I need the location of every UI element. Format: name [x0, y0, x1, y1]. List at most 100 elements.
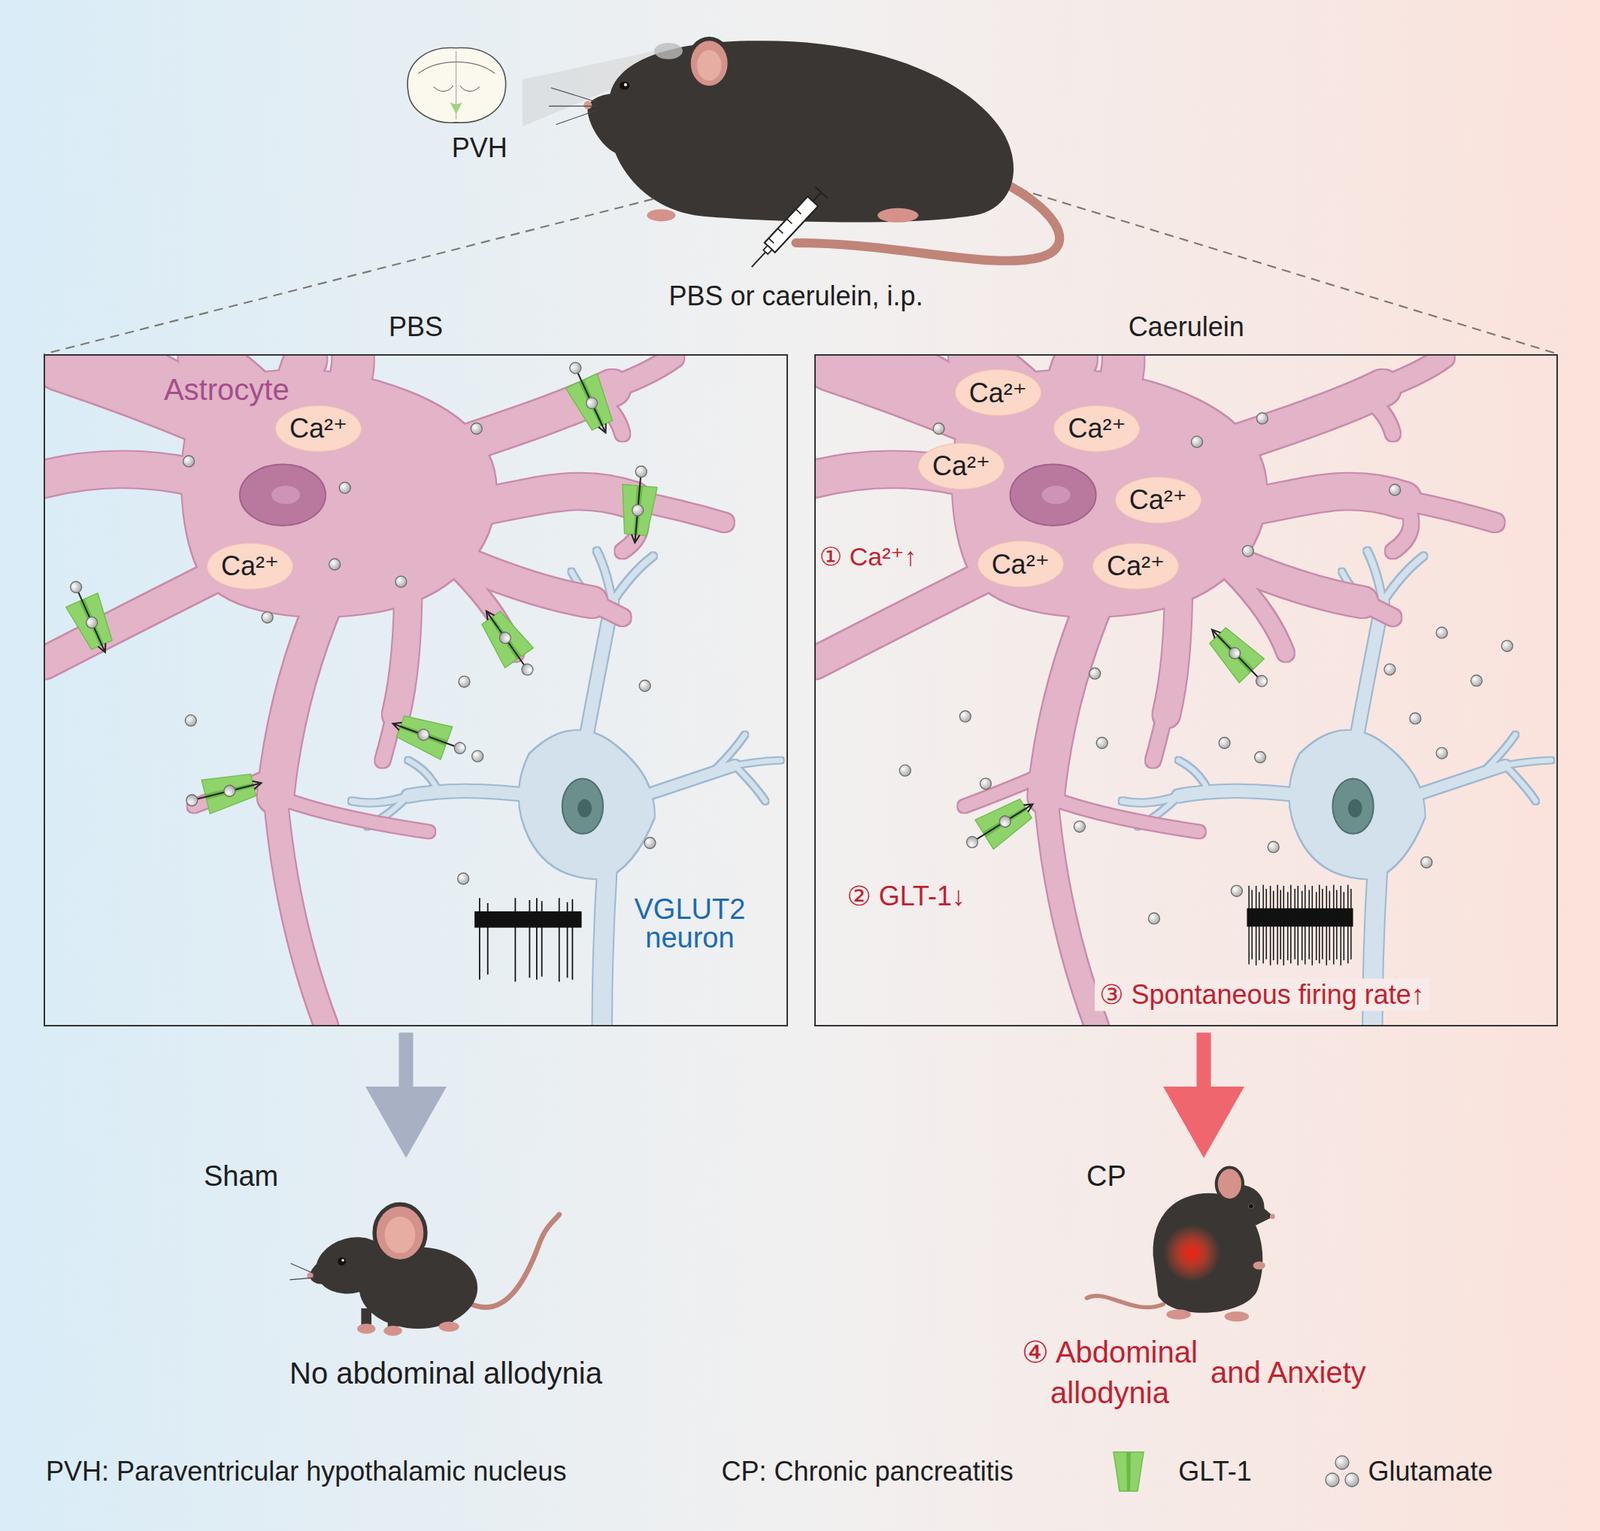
glutamate-dot — [472, 750, 484, 762]
calcium-bubble: Ca²⁺ — [954, 369, 1042, 416]
outcome-arrow — [1163, 1032, 1245, 1158]
outcome-text: ④ Abdominal allodynia — [996, 1331, 1223, 1413]
glt1-transporter — [181, 766, 266, 819]
mouse-tail — [1086, 1295, 1164, 1307]
calcium-bubble: Ca²⁺ — [1053, 405, 1140, 452]
eye-highlight — [624, 83, 628, 87]
outcome-text: No abdominal allodynia — [191, 1354, 700, 1391]
glutamate-dot — [959, 710, 971, 722]
syringe-plunger — [806, 186, 828, 207]
outcome-group: CP④ Abdominal allodyniaand Anxiety — [992, 1157, 1414, 1414]
outcome-text: and Anxiety — [1210, 1351, 1367, 1393]
arrow-shaft — [399, 1032, 414, 1088]
firing-trace — [474, 897, 582, 982]
mouse — [548, 39, 1060, 261]
glutamate-dot — [1421, 856, 1433, 868]
trace-spikes — [1248, 884, 1352, 966]
glutamate-dot — [458, 675, 470, 688]
legend-text: Glutamate — [1368, 1454, 1494, 1488]
glutamate-dot — [1254, 751, 1267, 764]
brain-slice — [407, 48, 507, 124]
glutamate-dot — [184, 715, 197, 727]
ion-label: Ca²⁺ — [932, 451, 991, 482]
sham-mouse — [289, 1203, 559, 1336]
glutamate-dot — [1470, 675, 1482, 687]
slice-ventricle — [433, 85, 480, 91]
zoom-line — [43, 199, 653, 355]
glutamate-symbol — [1345, 1472, 1359, 1487]
finding-label: ③ Spontaneous firing rate↑ — [1094, 978, 1430, 1012]
trace-spikes — [479, 897, 573, 982]
cell-scene — [45, 354, 781, 1026]
abbreviation-note: CP: Chronic pancreatitis — [721, 1454, 1014, 1488]
eye-highlight — [341, 1258, 345, 1262]
glutamate-dot — [1436, 747, 1448, 759]
glt1-transporter — [557, 355, 622, 440]
legend-item: Glutamate — [1321, 1452, 1494, 1491]
transporter-pore — [1126, 1451, 1131, 1491]
legend-text: GLT-1 — [1178, 1454, 1252, 1488]
inner-ear — [384, 1216, 416, 1254]
ion-label: Ca²⁺ — [991, 549, 1050, 580]
region-label: PVH — [451, 131, 508, 164]
glutamate-cluster — [183, 423, 656, 885]
whiskers — [289, 1263, 315, 1280]
mouse-snout — [1254, 1202, 1273, 1226]
glutamate-dot — [1389, 484, 1401, 496]
mouse-ear — [688, 39, 730, 88]
optical-window — [654, 42, 683, 60]
glutamate-dot — [1218, 737, 1231, 749]
ion-label: Ca²⁺ — [1106, 551, 1165, 582]
glutamate-dot — [1242, 545, 1254, 557]
mouse-ear — [1216, 1167, 1243, 1200]
mouse-paw — [357, 1323, 376, 1334]
glutamate-dot — [1096, 737, 1108, 749]
glutamate-dot — [329, 558, 341, 570]
glt1-transporter — [57, 575, 122, 660]
mouse-eye — [1248, 1203, 1254, 1210]
arrow-shaft — [1196, 1032, 1212, 1088]
legend-item: GLT-1 — [1112, 1448, 1252, 1494]
syringe-needle — [751, 251, 767, 267]
mouse-paw — [1166, 1309, 1191, 1320]
mouse-paw — [1253, 1260, 1266, 1270]
glutamate-symbol — [1325, 1472, 1340, 1487]
mouse-nose — [583, 100, 592, 110]
cell-scene — [815, 354, 1551, 1026]
glutamate-dot — [1384, 663, 1396, 676]
condition-panel: CaeruleinCa²⁺Ca²⁺Ca²⁺Ca²⁺Ca²⁺Ca²⁺ — [814, 354, 1558, 1027]
calcium-bubble: Ca²⁺ — [206, 542, 294, 590]
glutamate-cluster — [899, 412, 1513, 925]
calcium-bubble: Ca²⁺ — [1115, 476, 1202, 524]
outcome-arrow — [365, 1032, 447, 1158]
glutamate-dot — [1073, 821, 1085, 833]
mouse-snout — [309, 1257, 347, 1286]
glutamate-dot — [1148, 912, 1160, 925]
glutamate-dot — [1436, 627, 1448, 639]
astrocyte — [45, 354, 725, 1026]
inner-ear — [696, 49, 722, 81]
panel-heading: PBS — [45, 310, 786, 343]
glutamate-dot — [1190, 436, 1203, 448]
slice-outline — [407, 48, 507, 124]
ion-label: Ca²⁺ — [289, 413, 348, 444]
glt1-transporter — [1199, 617, 1278, 697]
legend-swatch — [1321, 1452, 1363, 1491]
firing-trace — [1246, 884, 1353, 966]
whiskers — [548, 87, 597, 125]
pain-glow — [1163, 1224, 1221, 1282]
glutamate-dot — [395, 575, 407, 588]
syringe-ticks — [768, 209, 801, 243]
glt1-transporter — [957, 789, 1042, 860]
glt1-transporter — [387, 707, 472, 767]
outcome-group: ShamNo abdominal allodynia — [191, 1157, 700, 1407]
mouse-paw — [383, 1325, 402, 1337]
astrocyte — [815, 354, 1495, 1026]
glt1-transporter — [617, 464, 659, 545]
glutamate-dot — [639, 680, 651, 692]
glutamate-dot — [980, 778, 992, 790]
mouse-ear — [374, 1203, 426, 1261]
ion-label: Ca²⁺ — [1129, 484, 1188, 516]
